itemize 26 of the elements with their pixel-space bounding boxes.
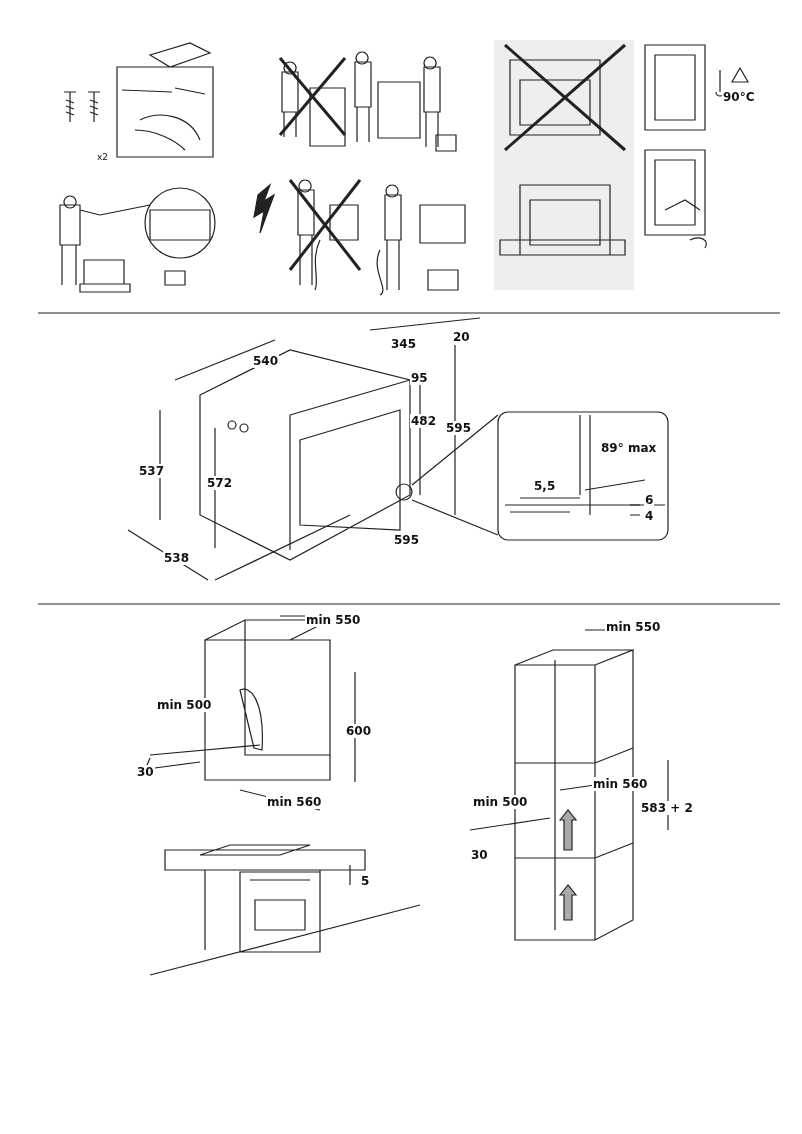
dimension-label: 600 xyxy=(345,724,373,738)
dimension-label: min 500 xyxy=(472,795,529,809)
dimension-label: 595 xyxy=(393,533,421,547)
dimension-label: min 560 xyxy=(592,777,649,791)
temperature-label: 90°C xyxy=(722,90,756,104)
dimension-label: min 550 xyxy=(305,613,362,627)
dimension-label: 537 xyxy=(138,464,166,478)
dimension-label: 5,5 xyxy=(533,479,557,493)
dimension-label: 20 xyxy=(452,330,471,344)
dimension-label: 95 xyxy=(410,371,429,385)
dimension-label: 30 xyxy=(470,848,489,862)
angle-label: 89° max xyxy=(600,441,658,455)
dimension-label: min 560 xyxy=(266,795,323,809)
dimension-label: min 500 xyxy=(156,698,213,712)
dimension-label: 345 xyxy=(390,337,418,351)
dimension-label: 595 xyxy=(445,421,473,435)
dimension-label: 540 xyxy=(252,354,280,368)
dimension-label: 583 + 2 xyxy=(640,801,694,815)
dimension-label: 572 xyxy=(206,476,234,490)
dimension-label: 482 xyxy=(410,414,438,428)
dimension-label: min 550 xyxy=(605,620,662,634)
dimension-label: 6 xyxy=(644,493,655,507)
dimension-label: 538 xyxy=(163,551,191,565)
dimension-label: 30 xyxy=(136,765,155,779)
dimension-label: 5 xyxy=(360,874,371,888)
dimension-label: 4 xyxy=(644,509,655,523)
